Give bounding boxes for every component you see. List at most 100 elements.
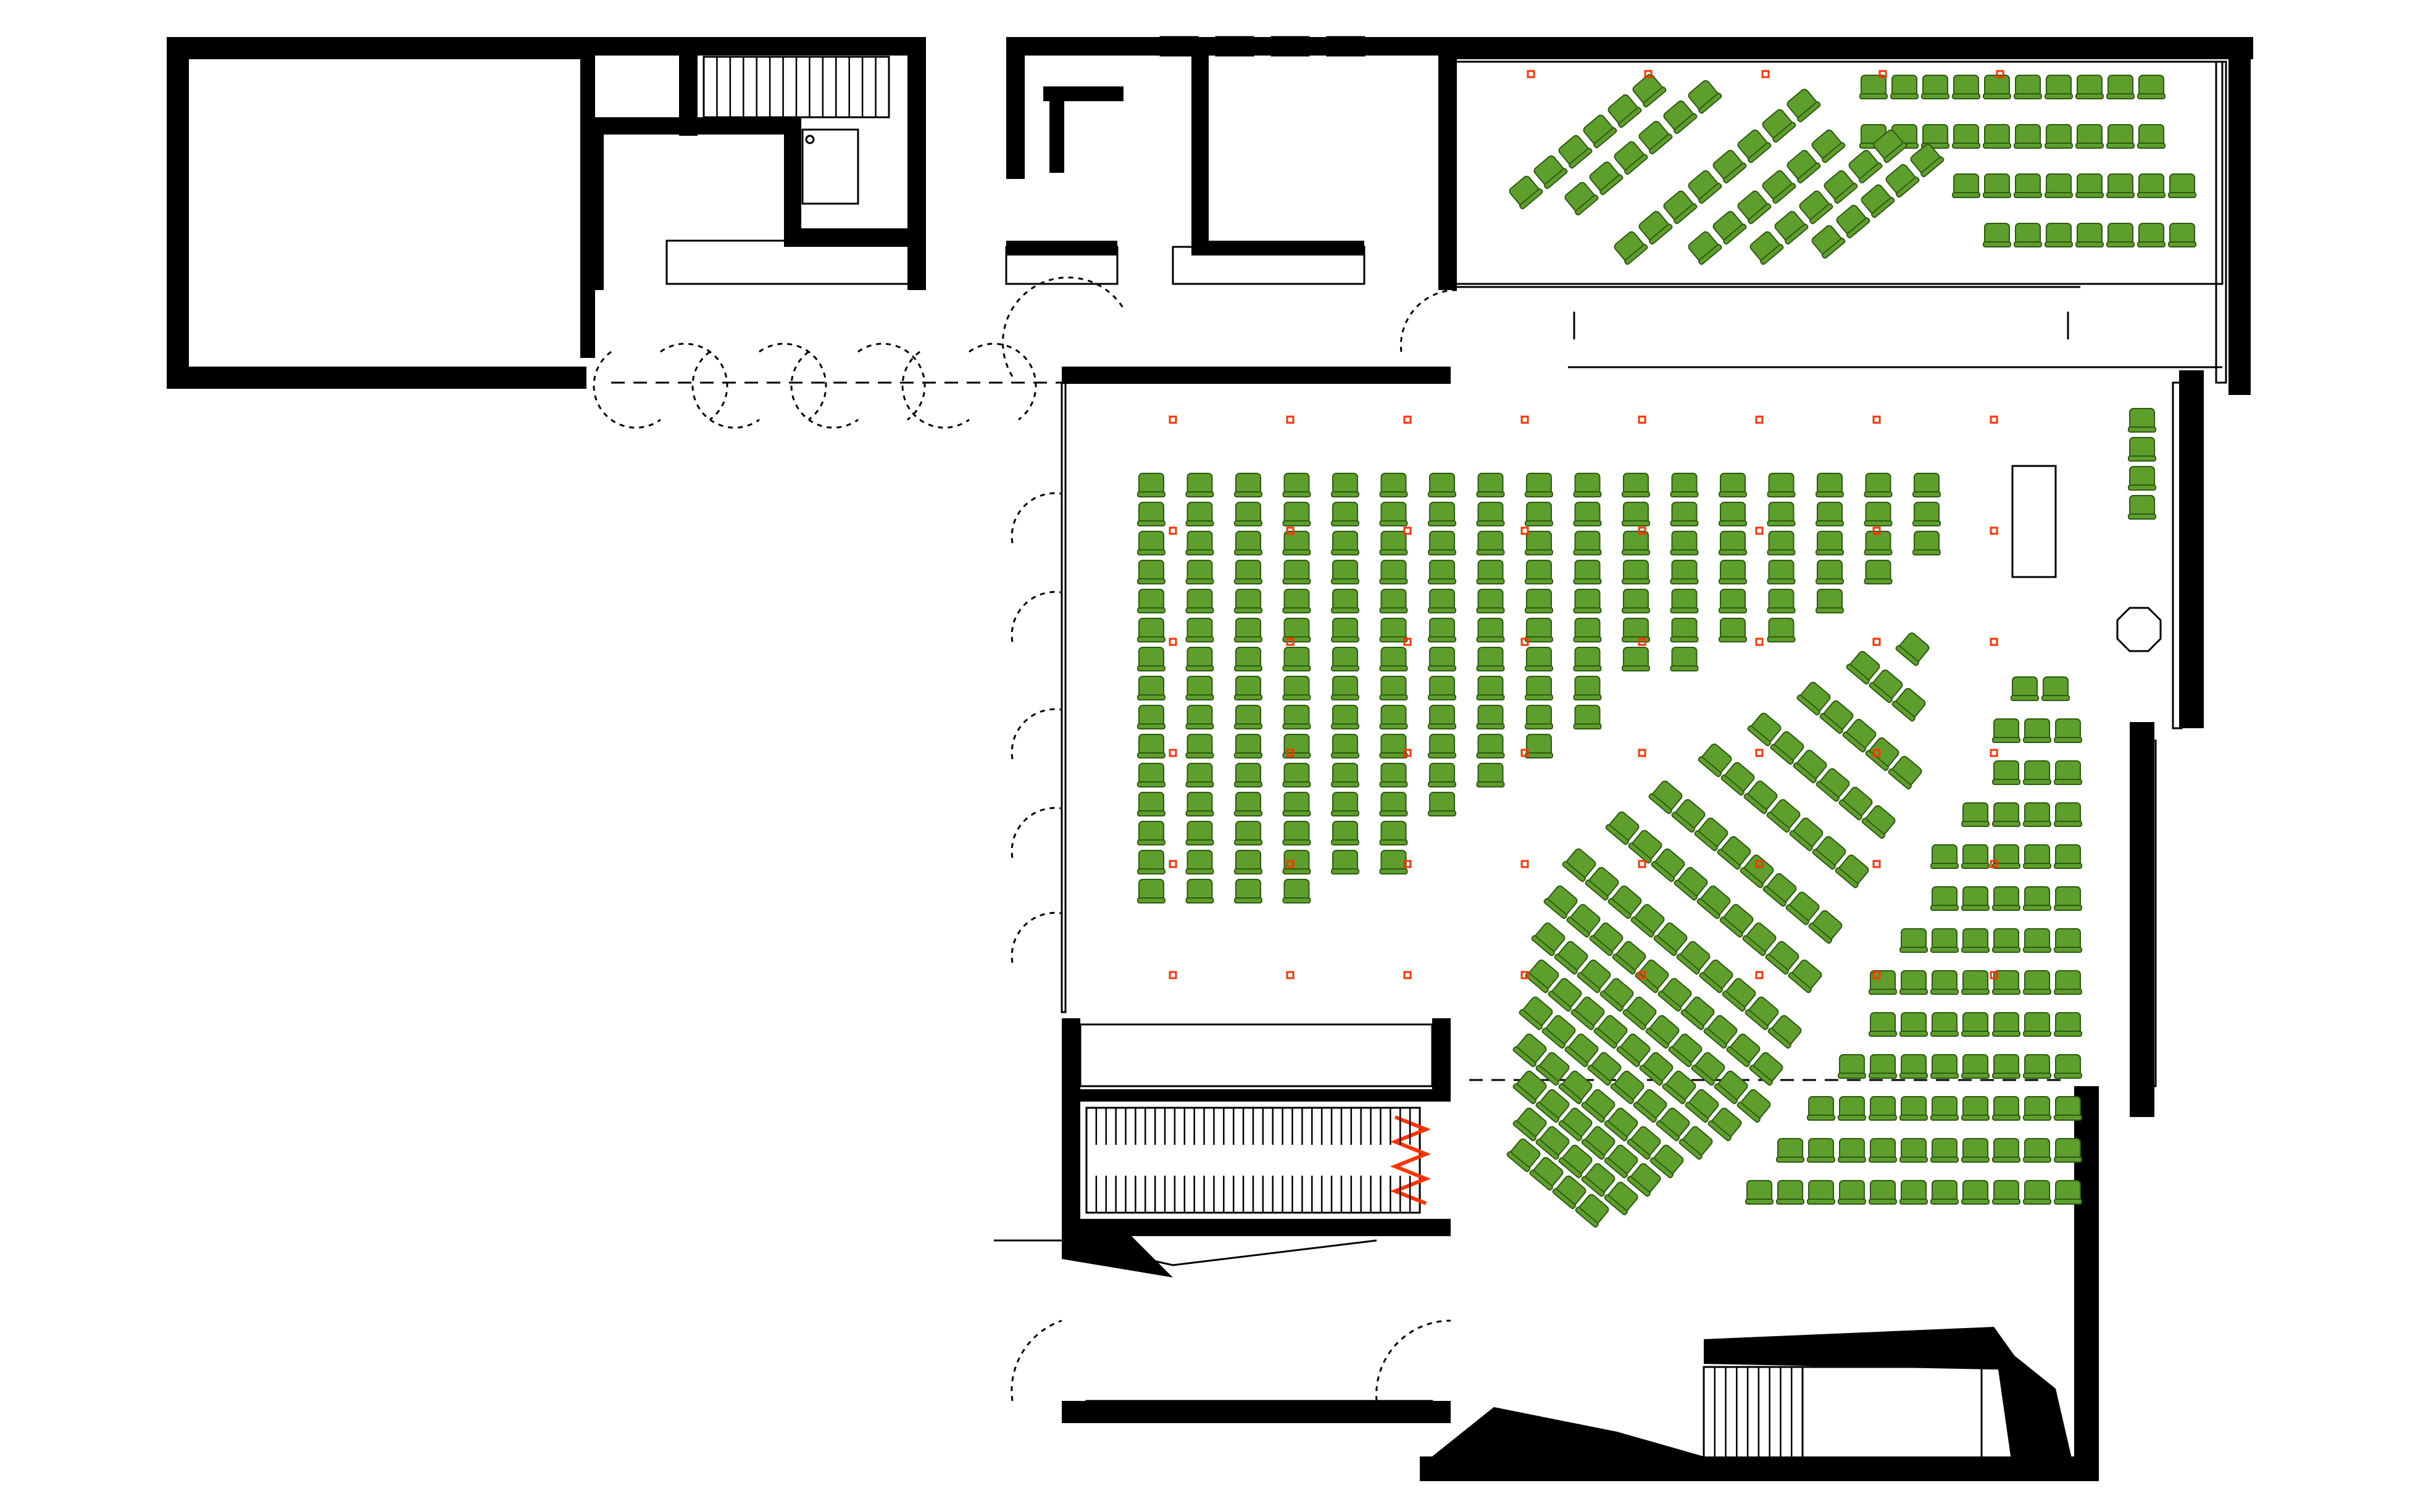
seat-upper-diagonal-rows [1811,129,1846,164]
seat-right-stepped-block [1838,1096,1866,1121]
column-marker-icon [1169,526,1177,535]
seat-upper-rows-right [1952,124,1980,149]
seat-right-stepped-block [1961,928,1990,953]
seat-upper-rows-right [2075,173,2104,198]
lower-stair-treads-top [1095,1108,1411,1145]
column-marker-icon [1520,971,1529,979]
bottom-stair-treads [1714,1367,1793,1460]
seat-right-stepped-block [1930,928,1959,953]
seat-diagonal-block [1796,681,1831,716]
seat-right-stepped-block [2041,676,2070,701]
seat-diagonal-block [1628,829,1662,864]
column-marker-icon [1403,749,1412,757]
seat-right-stepped-block [1869,1138,1897,1163]
seat-diagonal-block [1742,922,1777,957]
seat-right-stepped-block [1961,1012,1990,1037]
seat-main-grid-seating [1185,705,1214,729]
upper-hall [1449,37,2253,395]
seat-upper-diagonal-rows [1885,164,1920,198]
seat-main-grid-seating [1331,792,1359,816]
seat-diagonal-block [1678,1126,1713,1160]
seat-main-grid-seating [1282,647,1311,671]
seat-main-grid-seating [1185,879,1214,903]
seat-upper-diagonal-rows [1786,88,1821,123]
seat-main-grid-seating [1282,531,1311,555]
seat-diagonal-block [1577,959,1611,994]
seat-main-grid-seating [1525,560,1553,584]
seat-upper-rows-right [2106,173,2135,198]
seat-main-grid-seating [1525,473,1553,497]
seat-diagonal-block [1525,959,1559,994]
seat-main-grid-seating [1525,734,1553,758]
seat-main-grid-seating [1185,502,1214,526]
seat-upper-diagonal-rows [1737,190,1772,225]
seat-diagonal-block [1630,903,1665,938]
seat-main-grid-seating [1816,560,1844,584]
seat-upper-rows-right [1921,75,1949,99]
seat-main-grid-seating [1234,560,1262,584]
seat-main-grid-seating [1670,647,1699,671]
seat-diagonal-block [1593,1015,1628,1049]
seat-main-grid-seating [1282,879,1311,903]
seat-main-grid-seating [1185,821,1214,845]
seat-main-grid-seating [1428,473,1456,497]
seat-main-grid-seating [1476,589,1505,613]
seat-upper-rows-right [2168,223,2196,247]
seat-right-stepped-block [1930,1054,1959,1079]
seat-main-grid-seating [1234,879,1262,903]
seat-main-grid-seating [1864,473,1893,497]
seat-right-stepped-block [1961,844,1990,869]
seat-main-grid-seating [1379,850,1408,874]
seat-diagonal-block [1604,1107,1638,1142]
seat-upper-diagonal-rows [1873,129,1907,164]
seat-main-grid-seating [1331,705,1359,729]
seat-main-grid-seating [1476,676,1505,700]
seat-upper-diagonal-rows [1848,149,1883,184]
seat-diagonal-block [1645,1015,1680,1049]
seat-upper-rows-right [2137,124,2166,149]
seat-main-grid-seating [1719,473,1747,497]
column-marker-icon [1755,749,1764,757]
seat-main-grid-seating [1331,676,1359,700]
seat-main-grid-seating [1234,705,1262,729]
seat-main-grid-seating [1234,618,1262,642]
seat-right-stepped-block [2023,760,2051,785]
seat-right-stepped-block [2054,1138,2082,1163]
seat-main-grid-seating [1816,589,1844,613]
seat-main-grid-seating [1573,473,1602,497]
seat-upper-rows-right [2137,173,2166,198]
seat-diagonal-block [1698,743,1732,778]
seat-right-stepped-block [1838,1054,1866,1079]
seat-upper-diagonal-rows [1509,175,1543,210]
seat-diagonal-block [1869,669,1903,704]
seat-upper-rows-right [2075,124,2104,149]
seat-main-grid-seating [1670,473,1699,497]
column-marker-icon [1403,971,1412,979]
column-marker-icon [1169,415,1177,424]
column-marker-icon [1169,638,1177,646]
seat-main-grid-seating [1137,850,1165,874]
column-marker-icon [1755,860,1764,868]
seat-diagonal-block [1604,1181,1638,1216]
seat-upper-rows-right [1983,223,2011,247]
seat-upper-diagonal-rows [1712,149,1747,184]
seat-diagonal-block [1749,1052,1783,1086]
seat-upper-rows-right [2106,124,2135,149]
column-marker-icon [1872,749,1881,757]
seat-main-grid-seating [1234,763,1262,787]
seat-diagonal-block [1865,737,1899,771]
seat-upper-diagonal-rows [1614,141,1648,175]
seat-right-wall-seats [2128,495,2156,520]
seat-main-grid-seating [1379,531,1408,555]
column-marker-icon [1403,860,1412,868]
seat-right-stepped-block [1869,1054,1897,1079]
seat-upper-diagonal-rows [1749,231,1784,265]
seat-main-grid-seating [1573,531,1602,555]
seat-right-stepped-block [2023,1180,2051,1205]
seat-right-stepped-block [1992,1096,2020,1121]
seat-diagonal-block [1895,632,1930,667]
seat-upper-diagonal-rows [1632,73,1667,108]
seat-main-grid-seating [1282,473,1311,497]
seat-main-grid-seating [1331,850,1359,874]
